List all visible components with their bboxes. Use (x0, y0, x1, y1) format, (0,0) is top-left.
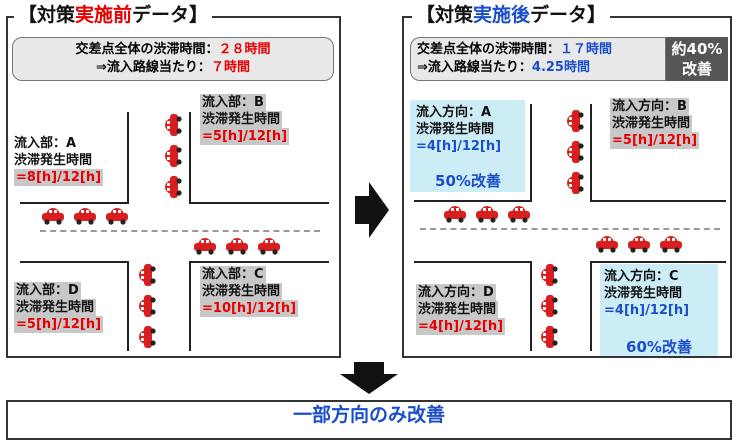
center-line (40, 230, 320, 232)
road-line (189, 261, 191, 351)
car-icon (258, 238, 280, 255)
after-label-d: 流入方向：D 渋滞発生時間 =4[h]/12[h] (416, 284, 506, 335)
after-box-a (410, 100, 525, 192)
after-title: 【対策実施後データ】 (412, 4, 611, 26)
car-icon (567, 110, 584, 132)
before-summary: 交差点全体の渋滞時間：２８時間 ⇒流入路線当たり：７時間 (12, 37, 334, 81)
car-icon (628, 236, 650, 253)
after-label-a: 流入方向：A 渋滞発生時間 =4[h]/12[h] (416, 105, 502, 154)
car-icon (567, 141, 584, 163)
road-line (590, 104, 592, 200)
car-icon (541, 295, 558, 317)
car-icon (139, 295, 156, 317)
car-icon (226, 238, 248, 255)
before-title: 【対策実施前データ】 (14, 4, 213, 26)
car-icon (194, 238, 216, 255)
car-icon (165, 145, 182, 167)
car-icon (541, 264, 558, 286)
road-line (20, 261, 129, 263)
center-line (420, 228, 720, 230)
after-box-c (600, 264, 718, 356)
before-label-c: 流入部：C 渋滞発生時間 =10[h]/12[h] (200, 266, 299, 317)
road-line (189, 261, 329, 263)
road-line (189, 202, 329, 204)
after-improve-a: 50%改善 (435, 172, 501, 190)
car-icon (508, 206, 530, 223)
after-summary: 交差点全体の渋滞時間：１７時間 ⇒流入路線当たり：4.25時間 (410, 37, 666, 81)
road-line (414, 200, 532, 202)
road-line (127, 261, 129, 351)
car-icon (541, 326, 558, 348)
before-label-d: 流入部：D 渋滞発生時間 =5[h]/12[h] (14, 282, 104, 333)
road-line (590, 261, 726, 263)
road-line (590, 200, 726, 202)
improvement-badge: 約40% 改善 (666, 37, 728, 81)
before-label-a: 流入部：A 渋滞発生時間 =8[h]/12[h] (14, 136, 104, 186)
car-icon (567, 172, 584, 194)
road-line (590, 261, 592, 351)
after-improve-c: 60%改善 (626, 338, 692, 356)
car-icon (165, 176, 182, 198)
car-icon (42, 208, 64, 225)
car-icon (165, 114, 182, 136)
before-label-b: 流入部：B 渋滞発生時間 =5[h]/12[h] (200, 94, 290, 145)
road-line (530, 104, 532, 200)
arrow-right-icon (355, 182, 389, 238)
car-icon (444, 206, 466, 223)
car-icon (139, 264, 156, 286)
road-line (127, 112, 129, 202)
conclusion-text: 一部方向のみ改善 (6, 400, 732, 440)
car-icon (476, 206, 498, 223)
car-icon (139, 326, 156, 348)
car-icon (106, 208, 128, 225)
car-icon (74, 208, 96, 225)
road-line (414, 261, 532, 263)
road-line (20, 202, 129, 204)
road-line (530, 261, 532, 351)
car-icon (660, 236, 682, 253)
car-icon (596, 236, 618, 253)
after-label-b: 流入方向：B 渋滞発生時間 =5[h]/12[h] (610, 98, 700, 149)
after-label-c: 流入方向：C 渋滞発生時間 =4[h]/12[h] (604, 269, 690, 318)
road-line (189, 112, 191, 202)
arrow-down-icon (340, 362, 398, 394)
